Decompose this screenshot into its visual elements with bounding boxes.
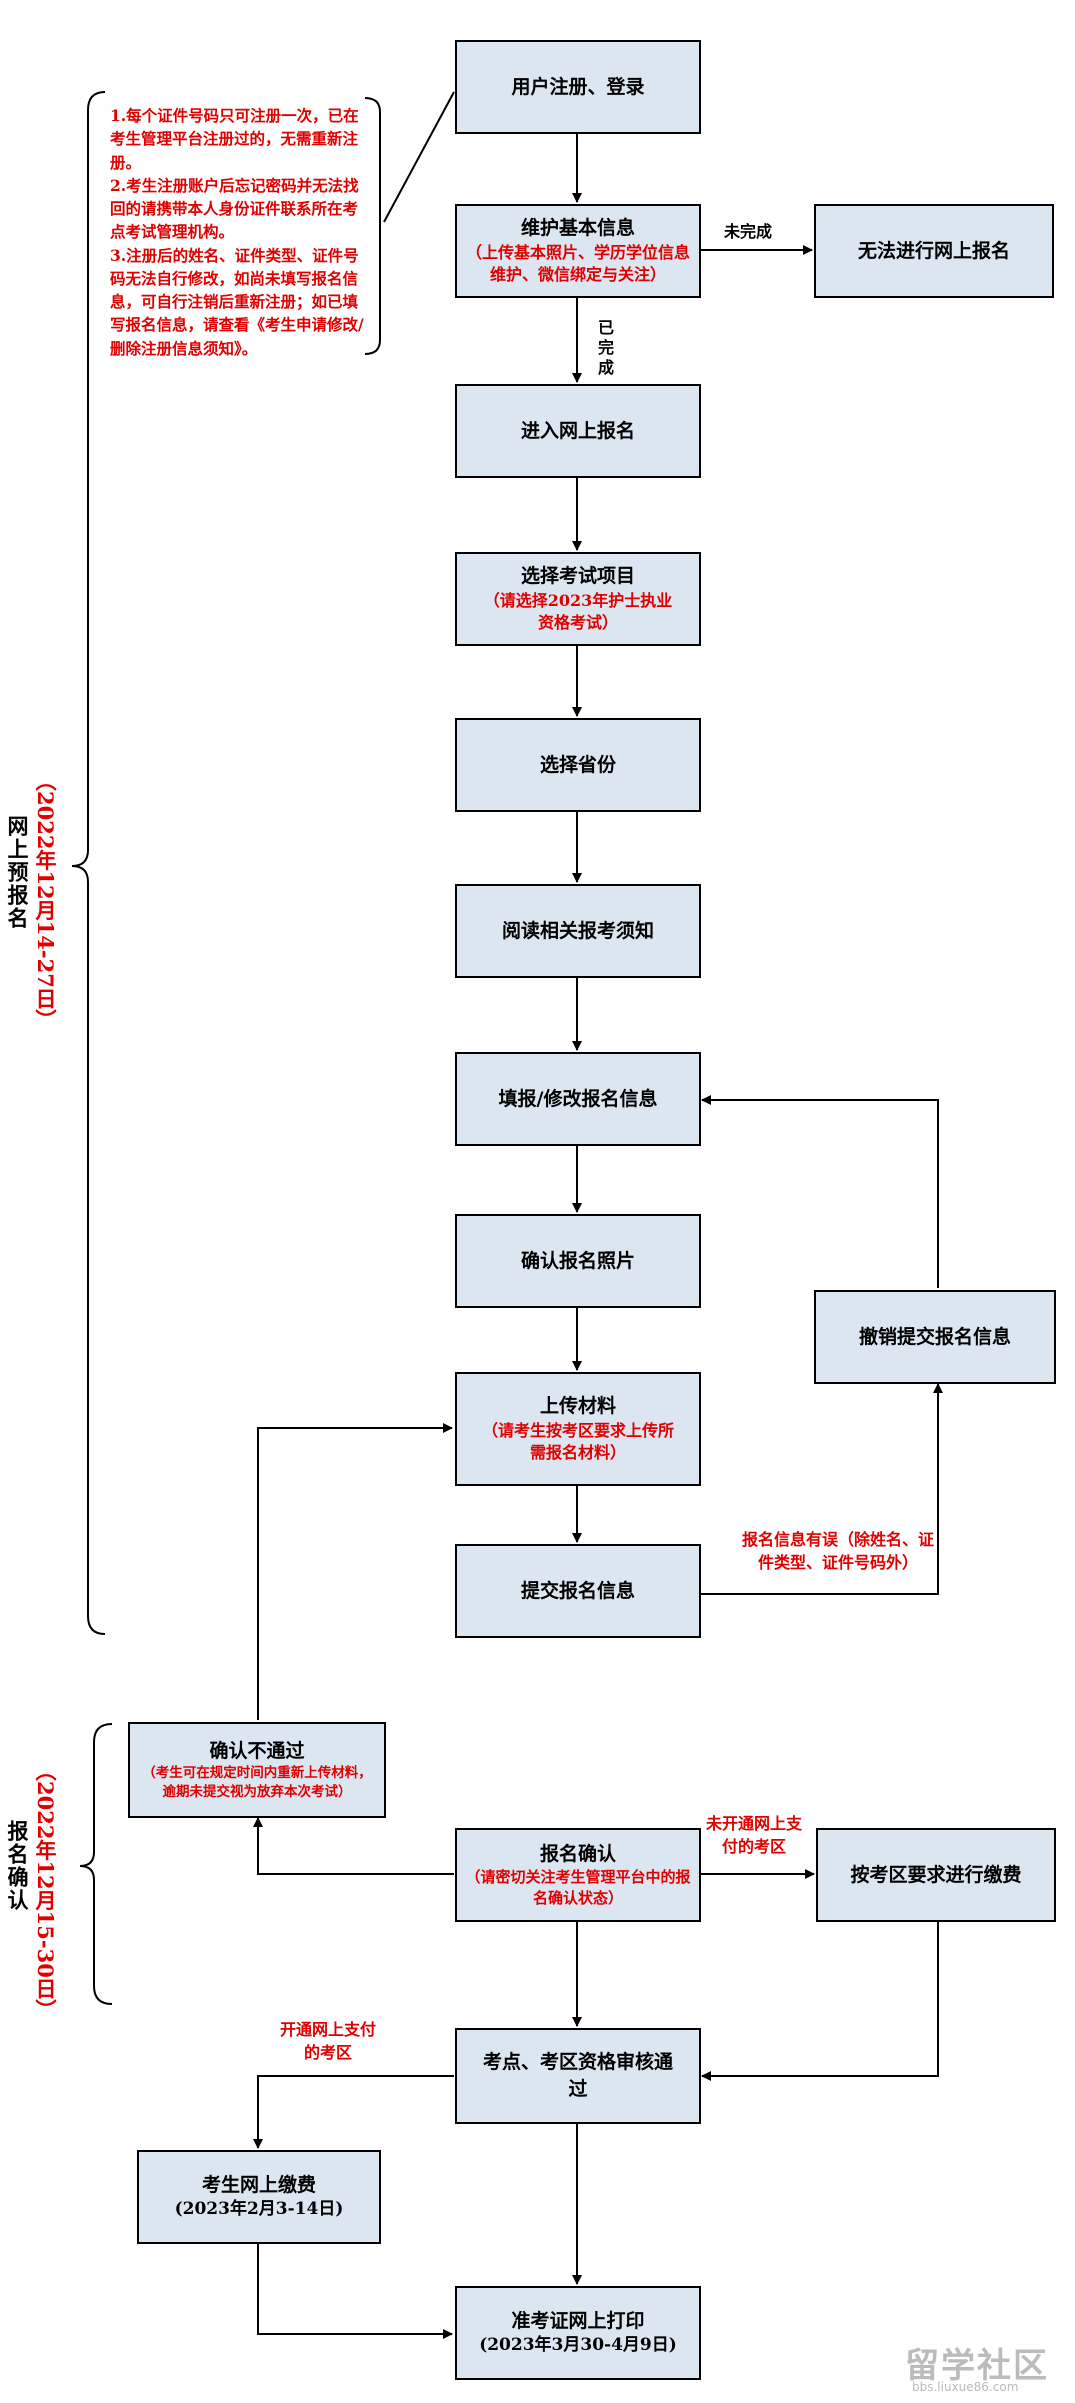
node-pay-area: 按考区要求进行缴费 (816, 1828, 1056, 1922)
node-cannot: 无法进行网上报名 (814, 204, 1054, 298)
node-revoke: 撤销提交报名信息 (814, 1290, 1056, 1384)
confirmation-brace (79, 1723, 113, 2005)
node-print: 准考证网上打印 (2023年3月30-4月9日) (455, 2286, 701, 2380)
notes-brace (364, 97, 381, 355)
phase-confirm-name: 报名确认 (5, 1820, 30, 1912)
node-confirm-photo-title: 确认报名照片 (520, 1249, 635, 1272)
node-read-notice: 阅读相关报考须知 (455, 884, 701, 978)
node-print-title: 准考证网上打印 (511, 2309, 645, 2332)
node-pay-area-title: 按考区要求进行缴费 (850, 1863, 1022, 1886)
node-read-notice-title: 阅读相关报考须知 (501, 919, 654, 942)
node-select-province: 选择省份 (455, 718, 701, 812)
node-not-pass-title: 确认不通过 (209, 1739, 305, 1762)
node-revoke-title: 撤销提交报名信息 (858, 1325, 1011, 1348)
node-register: 用户注册、登录 (455, 40, 701, 134)
watermark-url: bbs.liuxue86.com (912, 2380, 1019, 2394)
node-pay-online: 考生网上缴费 (2023年2月3-14日) (137, 2150, 381, 2244)
note-1: 1.每个证件号码只可注册一次，已在考生管理平台注册过的，无需重新注册。 (110, 106, 359, 172)
node-fill-info-title: 填报/修改报名信息 (498, 1087, 658, 1110)
note-connector (383, 91, 455, 223)
edge-payarea-review (701, 1922, 939, 2081)
node-register-title: 用户注册、登录 (511, 75, 645, 98)
node-pay-online-title: 考生网上缴费 (201, 2173, 316, 2196)
edge-submit-revoke (700, 1383, 943, 1595)
node-print-sub: (2023年3月30-4月9日) (479, 2335, 677, 2356)
registration-notes: 1.每个证件号码只可注册一次，已在考生管理平台注册过的，无需重新注册。 2.考生… (110, 104, 366, 360)
watermark-logo: 留学社区 (905, 2346, 1049, 2386)
node-upload-sub: （请考生按考区要求上传所需报名材料） (481, 1420, 674, 1463)
node-submit: 提交报名信息 (455, 1544, 701, 1638)
node-select-exam-sub: （请选择2023年护士执业资格考试） (483, 590, 673, 633)
node-upload: 上传材料 （请考生按考区要求上传所需报名材料） (455, 1372, 701, 1486)
node-cannot-title: 无法进行网上报名 (857, 239, 1010, 262)
label-info-error: 报名信息有误（除姓名、证件类型、证件号码外） (741, 1530, 934, 1573)
node-upload-title: 上传材料 (539, 1395, 616, 1418)
node-not-pass-sub: （考生可在规定时间内重新上传材料，逾期未提交视为放弃本次考试） (142, 1765, 372, 1801)
label-done: 已完成 (598, 318, 615, 377)
edge-revoke-fill (701, 1095, 939, 1288)
edge-payonline-print (257, 2244, 453, 2339)
note-3: 3.注册后的姓名、证件类型、证件号码无法自行修改，如尚未填写报名信息，可自行注销… (110, 245, 364, 358)
node-pay-online-sub: (2023年2月3-14日) (174, 2199, 344, 2220)
node-submit-title: 提交报名信息 (520, 1579, 635, 1602)
edge-review-payonline (253, 2075, 454, 2149)
phase-pre-name: 网上预报名 (5, 815, 30, 930)
label-no-online-pay: 未开通网上支付的考区 (706, 1814, 803, 1857)
label-online-pay: 开通网上支付的考区 (280, 2020, 377, 2063)
edge-notpass-upload (257, 1423, 453, 1720)
node-select-exam-title: 选择考试项目 (520, 565, 635, 588)
phase-confirm-date: （2022年12月15-30日） (33, 1760, 58, 2020)
node-enter: 进入网上报名 (455, 384, 701, 478)
note-2: 2.考生注册账户后忘记密码并无法找回的请携带本人身份证件联系所在考点考试管理机构… (110, 175, 359, 242)
edge-confirm-notpass (253, 1817, 454, 1875)
node-enter-title: 进入网上报名 (520, 419, 635, 442)
node-maintain-sub: （上传基本照片、学历学位信息维护、微信绑定与关注） (465, 242, 690, 285)
node-fill-info: 填报/修改报名信息 (455, 1052, 701, 1146)
node-maintain-title: 维护基本信息 (520, 217, 635, 240)
node-review: 考点、考区资格审核通过 (455, 2028, 701, 2124)
node-maintain: 维护基本信息 （上传基本照片、学历学位信息维护、微信绑定与关注） (455, 204, 701, 298)
node-confirm-title: 报名确认 (539, 1842, 616, 1865)
node-confirm: 报名确认 （请密切关注考生管理平台中的报名确认状态） (455, 1828, 701, 1922)
phase-pre-date: （2022年12月14-27日） (33, 770, 58, 1030)
pre-registration-brace (71, 91, 106, 1635)
node-not-pass: 确认不通过 （考生可在规定时间内重新上传材料，逾期未提交视为放弃本次考试） (128, 1722, 386, 1818)
node-review-title: 考点、考区资格审核通过 (483, 2051, 674, 2100)
label-not-done: 未完成 (724, 222, 773, 241)
node-confirm-photo: 确认报名照片 (455, 1214, 701, 1308)
node-select-province-title: 选择省份 (539, 753, 616, 776)
node-select-exam: 选择考试项目 （请选择2023年护士执业资格考试） (455, 552, 701, 646)
node-confirm-sub: （请密切关注考生管理平台中的报名确认状态） (465, 1868, 691, 1908)
